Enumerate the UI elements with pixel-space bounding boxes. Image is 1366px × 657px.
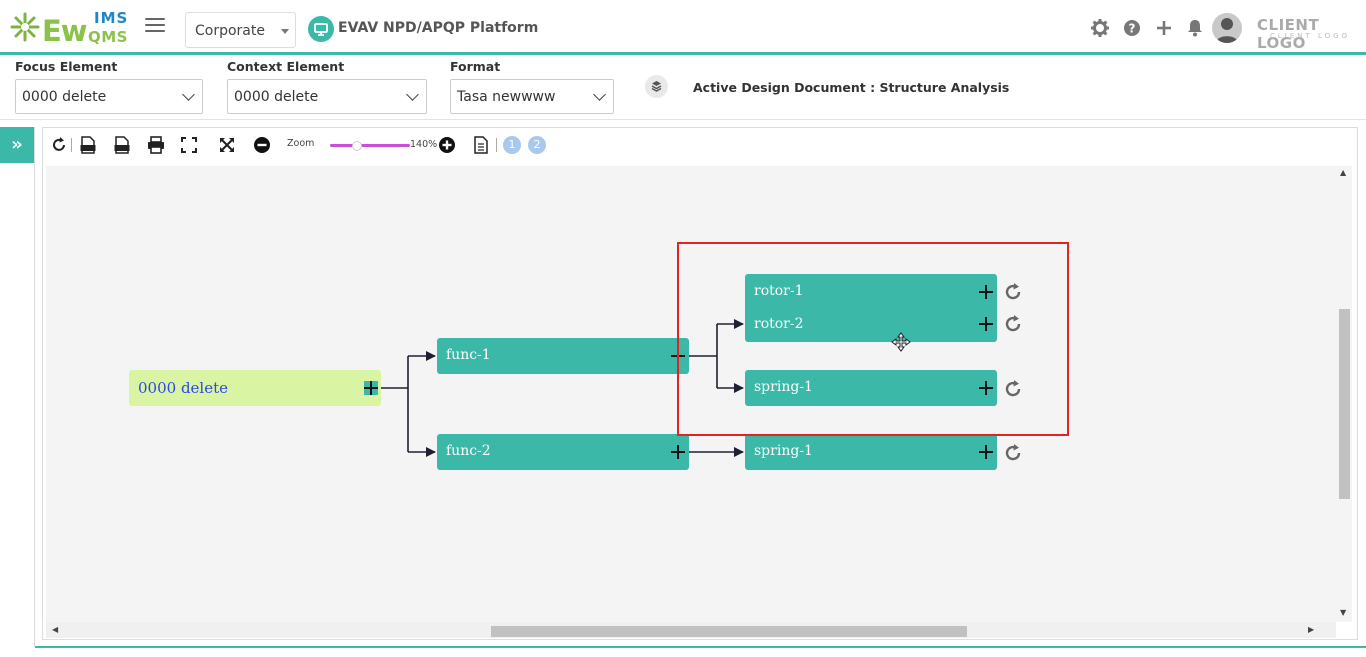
page-2-button[interactable]: 2 xyxy=(528,136,546,154)
organization-select-value: Corporate xyxy=(195,23,265,39)
expand-plus-icon[interactable] xyxy=(671,445,685,459)
fit-icon[interactable] xyxy=(219,136,235,154)
horizontal-scrollbar[interactable]: ◀ ▶ xyxy=(46,622,1336,638)
component-node-spring-1-b[interactable]: spring-1 xyxy=(745,434,997,470)
platform-title-label: EVAV NPD/APQP Platform xyxy=(338,20,539,36)
double-chevron-right-icon: » xyxy=(11,134,23,155)
add-icon[interactable] xyxy=(1154,18,1174,38)
refresh-icon[interactable] xyxy=(51,136,67,154)
selection-highlight-box xyxy=(677,242,1069,436)
refresh-node-icon[interactable] xyxy=(1004,315,1022,333)
root-node[interactable]: 0000 delete xyxy=(129,370,381,406)
zoom-slider[interactable] xyxy=(330,144,410,147)
svg-text:?: ? xyxy=(1129,22,1136,36)
horizontal-scroll-thumb[interactable] xyxy=(491,626,967,637)
scroll-left-icon[interactable]: ◀ xyxy=(52,625,59,634)
expand-sidebar-button[interactable]: » xyxy=(0,127,34,163)
menu-icon[interactable] xyxy=(145,18,165,34)
function-node-1[interactable]: func-1 xyxy=(437,338,689,374)
scroll-up-icon[interactable]: ▲ xyxy=(1340,168,1347,177)
zoom-percent: 140% xyxy=(410,139,438,150)
context-element-value: 0000 delete xyxy=(234,89,319,105)
format-select[interactable]: Tasa newwww xyxy=(450,79,614,114)
fullscreen-icon[interactable] xyxy=(181,136,197,154)
organization-select[interactable]: Corporate xyxy=(185,12,296,48)
logo-main-text: Ew xyxy=(42,14,88,48)
component-node-spring-1[interactable]: spring-1 xyxy=(745,370,997,406)
toolbar-divider xyxy=(71,138,72,152)
logo-sub-text: QMS xyxy=(88,28,128,46)
scroll-right-icon[interactable]: ▶ xyxy=(1308,625,1315,634)
diagram-toolbar: Zoom 140% 1 2 xyxy=(43,128,1357,162)
vertical-scroll-thumb[interactable] xyxy=(1339,309,1350,499)
function-node-label: func-1 xyxy=(446,347,491,363)
component-node-label: spring-1 xyxy=(754,379,813,395)
root-node-label: 0000 delete xyxy=(138,379,228,397)
layers-icon xyxy=(651,81,662,92)
chevron-down-icon xyxy=(182,88,195,101)
diagram-panel: Zoom 140% 1 2 xyxy=(42,127,1358,640)
chevron-down-icon xyxy=(406,88,419,101)
left-rail: » xyxy=(0,127,35,647)
refresh-node-icon[interactable] xyxy=(1004,283,1022,301)
format-label: Format xyxy=(450,59,501,74)
refresh-node-icon[interactable] xyxy=(1004,380,1022,398)
page-1-button[interactable]: 1 xyxy=(503,136,521,154)
zoom-out-icon[interactable] xyxy=(253,136,271,154)
expand-plus-icon[interactable] xyxy=(979,445,993,459)
context-element-label: Context Element xyxy=(227,59,345,74)
component-node-label: spring-1 xyxy=(754,443,813,459)
format-value: Tasa newwww xyxy=(457,89,556,105)
scroll-down-icon[interactable]: ▼ xyxy=(1340,608,1347,617)
component-node-label-rotor-1: rotor-1 xyxy=(754,283,804,299)
tree-connectors xyxy=(381,319,744,457)
user-avatar[interactable] xyxy=(1212,13,1242,43)
expand-plus-icon[interactable] xyxy=(979,381,993,395)
expand-plus-icon[interactable] xyxy=(979,317,993,331)
document-icon[interactable] xyxy=(474,136,488,154)
vertical-scrollbar[interactable]: ▲ ▼ xyxy=(1336,166,1352,622)
function-node-label: func-2 xyxy=(446,443,491,459)
client-logo-subtitle: CLIENT LOGO xyxy=(1270,32,1351,40)
chevron-down-icon xyxy=(593,88,606,101)
footer-accent-line xyxy=(35,646,1366,648)
focus-element-select[interactable]: 0000 delete xyxy=(15,79,203,114)
monitor-icon xyxy=(308,16,334,42)
component-group-node[interactable]: rotor-1 rotor-2 xyxy=(745,274,997,342)
svg-export-icon[interactable] xyxy=(80,136,96,154)
active-design-document: Active Design Document : Structure Analy… xyxy=(693,80,1010,95)
focus-element-value: 0000 delete xyxy=(22,89,107,105)
toolbar-divider xyxy=(496,138,497,152)
zoom-slider-handle[interactable] xyxy=(352,141,362,151)
diagram-canvas[interactable]: 0000 delete func-1 func-2 rotor-1 rotor-… xyxy=(46,166,1336,622)
help-icon[interactable]: ? xyxy=(1122,18,1142,38)
print-icon[interactable] xyxy=(147,136,165,154)
focus-element-label: Focus Element xyxy=(15,59,118,74)
function-node-2[interactable]: func-2 xyxy=(437,434,689,470)
move-cursor-icon xyxy=(891,332,911,352)
component-node-label-rotor-2: rotor-2 xyxy=(754,316,804,332)
caret-down-icon xyxy=(281,29,289,34)
logo-super-text: IMS xyxy=(94,9,129,27)
refresh-node-icon[interactable] xyxy=(1004,444,1022,462)
context-element-select[interactable]: 0000 delete xyxy=(227,79,427,114)
bell-icon[interactable] xyxy=(1185,18,1205,38)
logo-star-icon xyxy=(10,12,40,42)
ewqms-logo[interactable]: Ew IMS QMS xyxy=(10,8,132,48)
filter-bar: Focus Element 0000 delete Context Elemen… xyxy=(0,55,1366,120)
layers-button[interactable] xyxy=(645,75,668,98)
gear-icon[interactable] xyxy=(1090,18,1110,38)
top-header: Ew IMS QMS Corporate EVAV NPD/APQP Platf… xyxy=(0,0,1366,55)
zoom-label: Zoom xyxy=(287,138,315,149)
expand-plus-icon[interactable] xyxy=(364,381,378,395)
zoom-in-icon[interactable] xyxy=(438,136,456,154)
expand-plus-icon[interactable] xyxy=(979,285,993,299)
client-logo: CLIENT LOGO xyxy=(1257,16,1320,52)
png-export-icon[interactable] xyxy=(114,136,130,154)
